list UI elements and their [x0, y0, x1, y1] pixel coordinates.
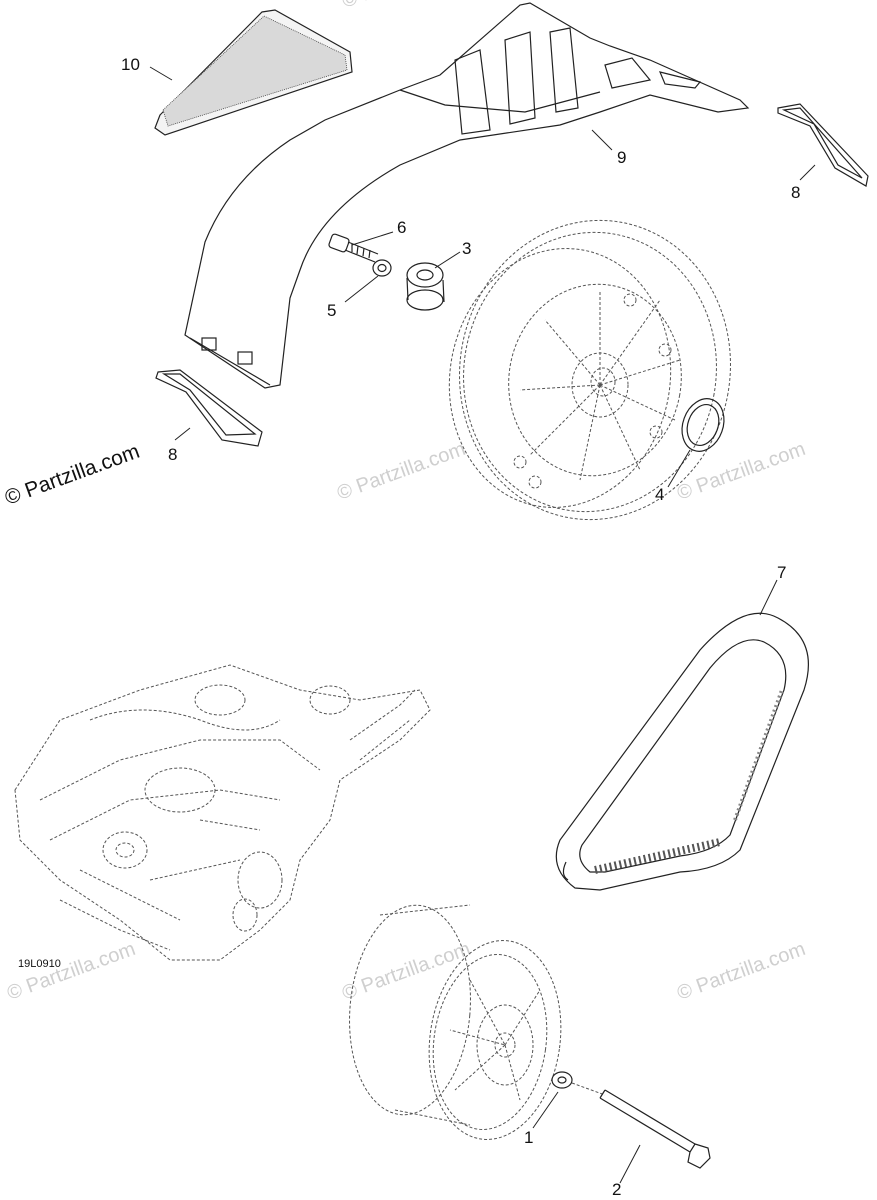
- part-5-washer: [372, 259, 392, 277]
- callout-3: 3: [462, 239, 471, 258]
- part-8-clip-left: [155, 369, 263, 447]
- watermarks: © Partzilla.com © Partzilla.com © Partzi…: [4, 0, 808, 1005]
- part-3-spacer: [406, 262, 445, 311]
- engine-assembly: [14, 664, 431, 961]
- watermark: © Partzilla.com: [674, 438, 808, 505]
- drive-pulley: [349, 904, 562, 1140]
- callout-8: 8: [791, 183, 800, 202]
- callout-10: 10: [121, 55, 140, 74]
- callout-9: 9: [617, 148, 626, 167]
- callout-1: 1: [524, 1128, 533, 1147]
- part-7-drive-belt: [555, 612, 809, 891]
- callout-6: 6: [397, 218, 406, 237]
- axis-line: [571, 1082, 606, 1096]
- watermark: © Partzilla.com: [334, 438, 468, 505]
- part-4-washer: [681, 398, 725, 452]
- copyright-text: © Partzilla.com: [2, 440, 143, 510]
- part-1-washer: [551, 1071, 573, 1089]
- callout-2: 2: [612, 1180, 621, 1199]
- callout-8: 8: [168, 445, 177, 464]
- callout-7: 7: [777, 563, 786, 582]
- part-9-belt-guard: [184, 2, 750, 389]
- part-10-pad: [154, 9, 353, 136]
- callout-4: 4: [655, 485, 664, 504]
- watermark: © Partzilla.com: [674, 938, 808, 1005]
- part-8-clip-right: [777, 103, 869, 187]
- driven-pulley: [448, 219, 731, 521]
- part-2-bolt: [599, 1089, 711, 1169]
- watermark: © Partzilla.com: [339, 0, 473, 13]
- callouts: 10 9 8 6 3 5 8 4 7 1 2: [121, 55, 800, 1199]
- watermark: © Partzilla.com: [4, 938, 138, 1005]
- callout-5: 5: [327, 301, 336, 320]
- leader-lines: [149, 66, 816, 1184]
- part-6-bolt: [328, 233, 379, 263]
- drawing-code: 19L0910: [18, 958, 61, 970]
